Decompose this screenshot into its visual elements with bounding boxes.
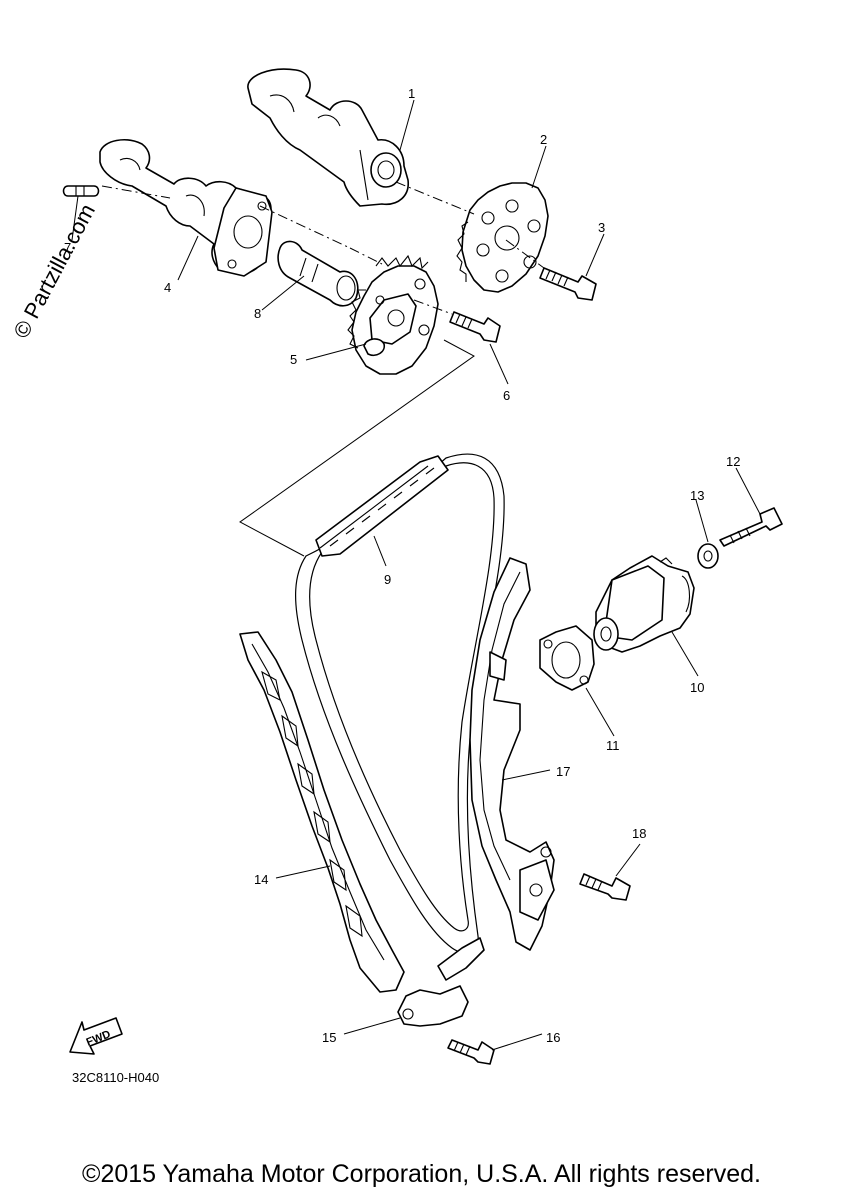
camshaft-upper[interactable] [247, 68, 409, 207]
callout-14: 14 [254, 872, 268, 887]
camshaft-lower[interactable] [99, 139, 273, 277]
bolt-16[interactable] [447, 1039, 495, 1065]
cam-sprocket-lower[interactable] [347, 254, 439, 375]
callout-10: 10 [690, 680, 704, 695]
chain-guide-17[interactable] [469, 557, 555, 951]
cam-sprocket-upper[interactable] [456, 182, 549, 293]
callout-11: 11 [606, 738, 620, 753]
callout-8: 8 [254, 306, 261, 321]
callout-5: 5 [290, 352, 297, 367]
callout-2: 2 [540, 132, 547, 147]
bolt-6[interactable] [449, 311, 501, 343]
callout-1: 1 [408, 86, 415, 101]
callout-3: 3 [598, 220, 605, 235]
bolt-3[interactable] [539, 267, 597, 301]
bolt-12[interactable] [719, 507, 783, 547]
callout-16: 16 [546, 1030, 560, 1045]
callout-15: 15 [322, 1030, 336, 1045]
shaft-8[interactable] [277, 240, 359, 307]
fwd-arrow-icon: FWD [69, 1017, 123, 1055]
chain-guide-14[interactable] [239, 631, 405, 993]
washer-13[interactable] [697, 543, 719, 569]
callout-9: 9 [384, 572, 391, 587]
callout-numbers: 1 2 3 4 5 6 7 8 9 10 11 12 13 14 15 16 1… [64, 86, 740, 1045]
watermark: © Partzilla.com [8, 200, 100, 343]
bolt-18[interactable] [579, 873, 631, 901]
callout-7: 7 [64, 240, 71, 255]
dowel-pin-7[interactable] [62, 185, 100, 197]
callout-6: 6 [503, 388, 510, 403]
leader-lines [71, 99, 761, 1051]
callout-4: 4 [164, 280, 171, 295]
chain-reference-line [239, 339, 475, 557]
center-lines [101, 181, 545, 315]
copyright-notice: ©2015 Yamaha Motor Corporation, U.S.A. A… [82, 1160, 761, 1188]
callout-13: 13 [690, 488, 704, 503]
diagram-code: 32C8110-H040 [72, 1070, 159, 1085]
callout-17: 17 [556, 764, 570, 779]
tensioner-gasket[interactable] [539, 625, 595, 691]
cam-chain[interactable] [295, 453, 505, 954]
guide-bracket-15[interactable] [397, 937, 485, 1027]
callout-12: 12 [726, 454, 740, 469]
chain-tensioner[interactable] [593, 555, 695, 653]
callout-18: 18 [632, 826, 646, 841]
